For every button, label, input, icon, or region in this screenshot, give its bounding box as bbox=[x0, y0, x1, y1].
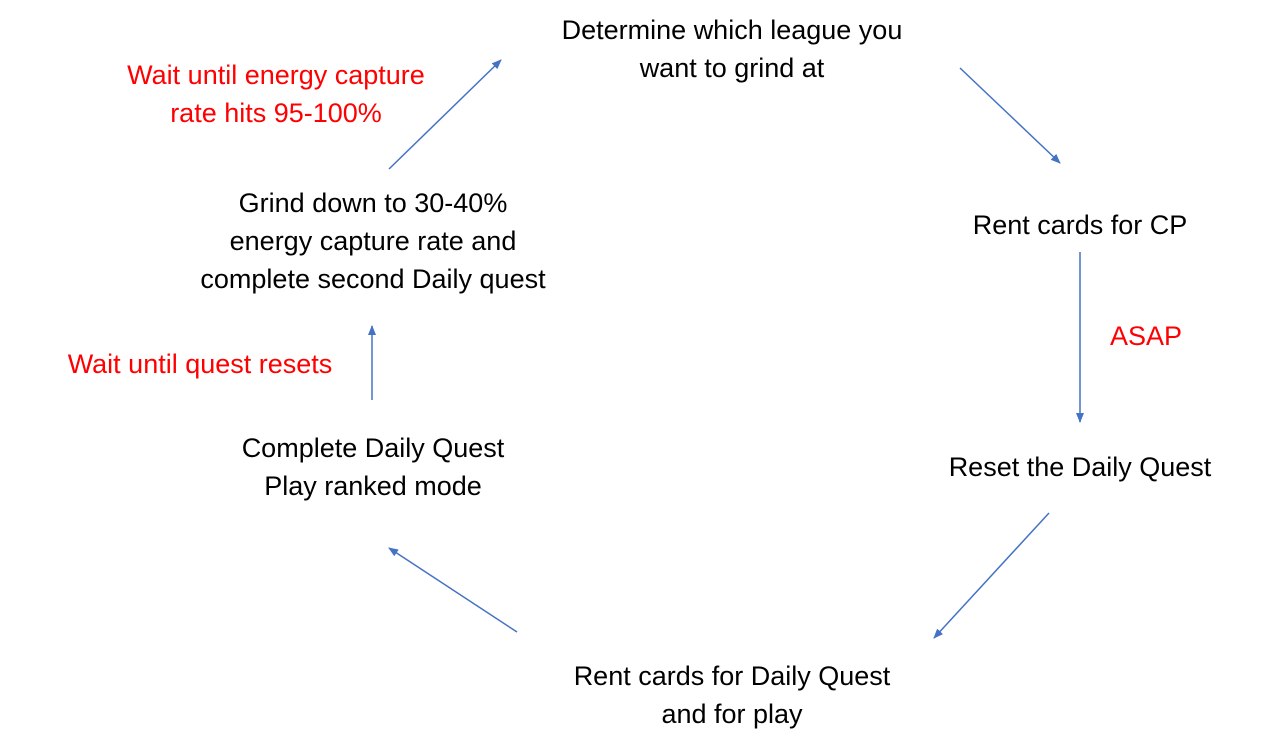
note-asap-line1: ASAP bbox=[1110, 321, 1183, 351]
node-grind-down-line3: complete second Daily quest bbox=[200, 264, 546, 294]
note-asap: ASAP bbox=[1110, 317, 1190, 355]
node-rent-cards-cp: Rent cards for CP bbox=[930, 206, 1230, 244]
node-grind-down-line2: energy capture rate and bbox=[229, 226, 517, 256]
note-wait-quest-line1: Wait until quest resets bbox=[67, 349, 333, 379]
node-rent-cards-daily-line2: and for play bbox=[661, 699, 803, 729]
note-wait-energy-line1: Wait until energy capture bbox=[127, 60, 425, 90]
node-determine-league-line1: Determine which league you bbox=[561, 15, 903, 45]
arrow-rent-daily-to-complete bbox=[388, 547, 518, 633]
node-rent-cards-cp-line1: Rent cards for CP bbox=[972, 210, 1188, 240]
node-grind-down: Grind down to 30-40% energy capture rate… bbox=[173, 184, 573, 298]
node-complete-daily: Complete Daily Quest Play ranked mode bbox=[213, 429, 533, 505]
arrow-grind-to-determine bbox=[388, 59, 502, 170]
node-complete-daily-line1: Complete Daily Quest bbox=[241, 433, 505, 463]
note-wait-energy-line2: rate hits 95-100% bbox=[170, 98, 382, 128]
node-grind-down-line1: Grind down to 30-40% bbox=[238, 188, 508, 218]
node-determine-league: Determine which league you want to grind… bbox=[532, 11, 932, 87]
note-wait-quest: Wait until quest resets bbox=[50, 345, 350, 383]
node-reset-daily-quest: Reset the Daily Quest bbox=[920, 448, 1240, 486]
node-rent-cards-daily: Rent cards for Daily Quest and for play bbox=[552, 657, 912, 733]
node-complete-daily-line2: Play ranked mode bbox=[264, 471, 482, 501]
node-rent-cards-daily-line1: Rent cards for Daily Quest bbox=[573, 661, 891, 691]
arrow-reset-to-rent-daily bbox=[933, 512, 1050, 639]
node-determine-league-line2: want to grind at bbox=[639, 53, 825, 83]
node-reset-daily-quest-line1: Reset the Daily Quest bbox=[948, 452, 1212, 482]
note-wait-energy: Wait until energy capture rate hits 95-1… bbox=[100, 56, 452, 132]
arrow-determine-to-rent-cp bbox=[959, 67, 1061, 164]
